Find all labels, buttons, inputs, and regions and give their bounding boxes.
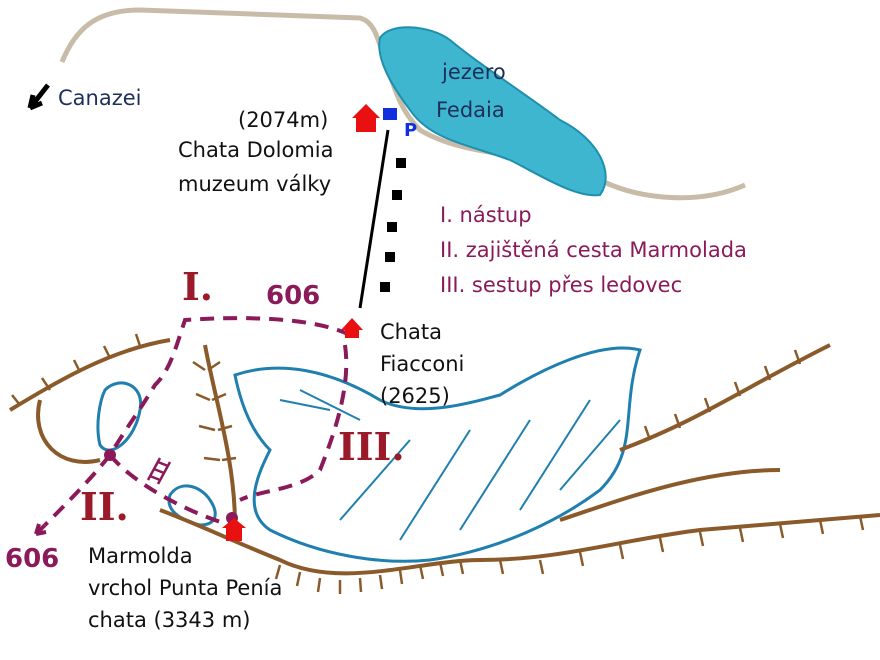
legend-item-2: II. zajištěná cesta Marmolada bbox=[440, 238, 747, 262]
route-paths bbox=[43, 316, 351, 527]
label-summit-1: Marmolda bbox=[88, 544, 193, 568]
arrow-606-icon bbox=[34, 523, 47, 536]
legend-item-1: I. nástup bbox=[440, 203, 532, 227]
road bbox=[59, 7, 747, 201]
label-dolomia-1: Chata Dolomia bbox=[178, 138, 334, 162]
glacier-crevasses bbox=[279, 389, 621, 541]
label-canazei: Canazei bbox=[58, 86, 142, 110]
label-fiacconi-1: Chata bbox=[380, 320, 442, 344]
label-fiacconi-3: (2625) bbox=[380, 384, 450, 408]
label-summit-3: chata (3343 m) bbox=[88, 608, 251, 632]
label-dolomia-2: muzeum války bbox=[178, 172, 332, 196]
trail-number-606-bottom: 606 bbox=[5, 544, 60, 574]
trail-number-606-top: 606 bbox=[266, 281, 321, 311]
label-fiacconi-2: Fiacconi bbox=[380, 352, 465, 376]
label-dolomia-altitude: (2074m) bbox=[238, 108, 329, 132]
ladder-icon bbox=[146, 457, 172, 485]
label-summit-2: vrchol Punta Penía bbox=[88, 576, 283, 600]
cable-station-icon bbox=[383, 108, 397, 120]
small-glacier-1 bbox=[96, 381, 143, 452]
hut-summit-icon bbox=[222, 512, 246, 541]
glacier bbox=[233, 346, 642, 563]
route-stage-2: II. bbox=[80, 484, 129, 529]
ridge-hatching bbox=[11, 333, 865, 594]
label-parking: P bbox=[404, 120, 418, 141]
label-lake-2: Fedaia bbox=[436, 98, 505, 122]
route-stage-3: III. bbox=[338, 424, 405, 469]
label-lake-1: jezero bbox=[442, 60, 506, 84]
junction-marker bbox=[104, 449, 116, 461]
lake-fedaia bbox=[378, 26, 607, 197]
cable-car-cabins bbox=[380, 158, 406, 292]
arrow-canazei-icon bbox=[27, 83, 50, 111]
route-stage-1: I. bbox=[182, 264, 214, 309]
legend-item-3: III. sestup přes ledovec bbox=[440, 273, 683, 297]
hut-dolomia-icon bbox=[352, 104, 380, 132]
hut-fiacconi-icon bbox=[341, 318, 363, 338]
cable-car-line bbox=[358, 129, 390, 309]
